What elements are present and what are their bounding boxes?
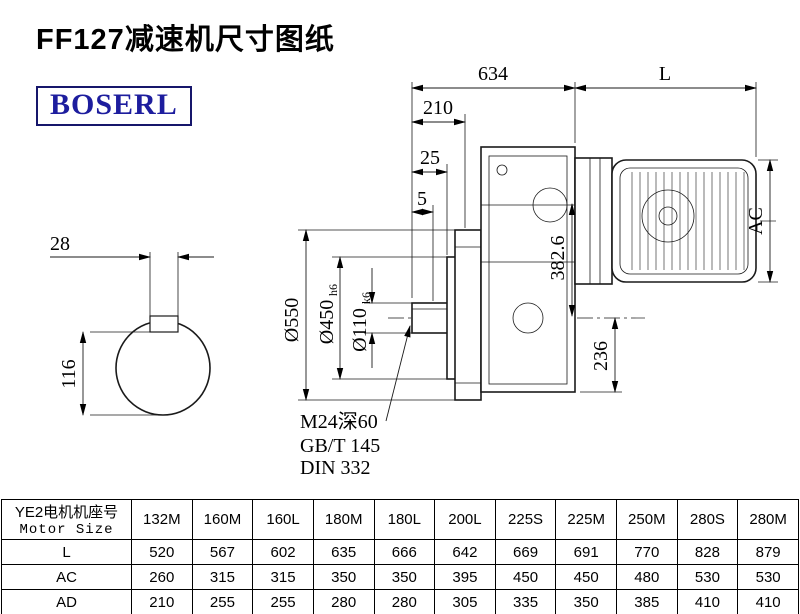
- value-cell: 280: [312, 589, 375, 614]
- dim-phi450: Ø450: [316, 300, 338, 344]
- col-header: 180M: [312, 499, 375, 540]
- table-row-AC: AC 260 315 315 350 350 395 450 450 480 5…: [1, 564, 799, 590]
- col-header: 250M: [616, 499, 678, 540]
- table-row-AD: AD 210 255 255 280 280 305 335 350 385 4…: [1, 589, 799, 614]
- value-cell: 450: [494, 564, 557, 590]
- note-din-standard: DIN 332: [300, 457, 371, 479]
- brand-logo-text: BOSERL: [50, 88, 178, 121]
- technical-drawing: 28 116: [50, 63, 778, 479]
- col-header: 160L: [252, 499, 314, 540]
- value-cell: 335: [494, 589, 557, 614]
- motor-body: [611, 159, 757, 283]
- dim-phi450-tolerance: h6: [326, 284, 340, 296]
- gear-housing: [480, 146, 576, 393]
- value-cell: 770: [616, 539, 678, 565]
- value-cell: 410: [676, 589, 739, 614]
- value-cell: 315: [252, 564, 314, 590]
- value-cell: 669: [494, 539, 557, 565]
- value-cell: 210: [131, 589, 193, 614]
- motor-size-header-cn: YE2电机机座号: [14, 504, 119, 521]
- motor-dimension-table: YE2电机机座号 Motor Size 132M 160M 160L 180M …: [1, 499, 799, 614]
- value-cell: 350: [373, 564, 436, 590]
- value-cell: 602: [252, 539, 314, 565]
- dim-5: 5: [417, 188, 427, 210]
- dim-382-6: 382.6: [547, 236, 569, 281]
- col-header: 280S: [676, 499, 739, 540]
- flange: [454, 229, 482, 401]
- dim-L: L: [659, 63, 671, 85]
- col-header: 280M: [737, 499, 799, 540]
- value-cell: 280: [373, 589, 436, 614]
- col-header: 225S: [494, 499, 557, 540]
- page-title: FF127减速机尺寸图纸: [36, 24, 335, 56]
- note-thread: M24深60: [300, 410, 378, 433]
- dim-phi110: Ø110: [349, 308, 371, 352]
- brand-logo: BOSERL: [36, 86, 192, 126]
- col-header: 200L: [434, 499, 496, 540]
- dim-210: 210: [423, 97, 453, 119]
- shaft-end-notes: M24深60 GB/T 145 DIN 332: [300, 325, 411, 479]
- table-row-L: L 520 567 602 635 666 642 669 691 770 82…: [1, 539, 799, 565]
- value-cell: 480: [616, 564, 678, 590]
- value-cell: 666: [373, 539, 436, 565]
- motor-size-header: YE2电机机座号 Motor Size: [1, 499, 132, 540]
- row-label: L: [1, 539, 132, 565]
- dim-phi550: Ø550: [281, 298, 303, 342]
- dimensions: 634 L 210 25 5 AC Ø550 Ø450 h6 Ø110 k: [281, 63, 778, 401]
- table-header-row: YE2电机机座号 Motor Size 132M 160M 160L 180M …: [1, 499, 799, 540]
- dim-28: 28: [50, 233, 70, 255]
- value-cell: 879: [737, 539, 799, 565]
- value-cell: 350: [312, 564, 375, 590]
- value-cell: 350: [555, 589, 617, 614]
- value-cell: 642: [434, 539, 496, 565]
- value-cell: 255: [191, 589, 254, 614]
- value-cell: 410: [737, 589, 799, 614]
- gearbox-side-view: [388, 146, 778, 401]
- col-header: 160M: [191, 499, 254, 540]
- value-cell: 520: [131, 539, 193, 565]
- motor-size-header-en: Motor Size: [19, 522, 114, 538]
- value-cell: 691: [555, 539, 617, 565]
- col-header: 225M: [555, 499, 617, 540]
- value-cell: 530: [737, 564, 799, 590]
- value-cell: 530: [676, 564, 739, 590]
- dim-25: 25: [420, 147, 440, 169]
- shaft-end-view: 28 116: [50, 233, 214, 416]
- dim-236: 236: [590, 341, 612, 371]
- value-cell: 450: [555, 564, 617, 590]
- dim-116: 116: [58, 359, 80, 388]
- value-cell: 567: [191, 539, 254, 565]
- col-header: 180L: [373, 499, 436, 540]
- value-cell: 828: [676, 539, 739, 565]
- dim-phi110-tolerance: k6: [359, 292, 373, 304]
- dim-AC: AC: [745, 207, 767, 235]
- value-cell: 260: [131, 564, 193, 590]
- value-cell: 635: [312, 539, 375, 565]
- row-label: AD: [1, 589, 132, 614]
- value-cell: 255: [252, 589, 314, 614]
- dim-634: 634: [478, 63, 508, 85]
- motor-fins: [631, 172, 745, 270]
- value-cell: 395: [434, 564, 496, 590]
- value-cell: 305: [434, 589, 496, 614]
- note-gb-standard: GB/T 145: [300, 435, 380, 457]
- row-label: AC: [1, 564, 132, 590]
- value-cell: 315: [191, 564, 254, 590]
- motor-adapter: [574, 157, 613, 285]
- value-cell: 385: [616, 589, 678, 614]
- col-header: 132M: [131, 499, 193, 540]
